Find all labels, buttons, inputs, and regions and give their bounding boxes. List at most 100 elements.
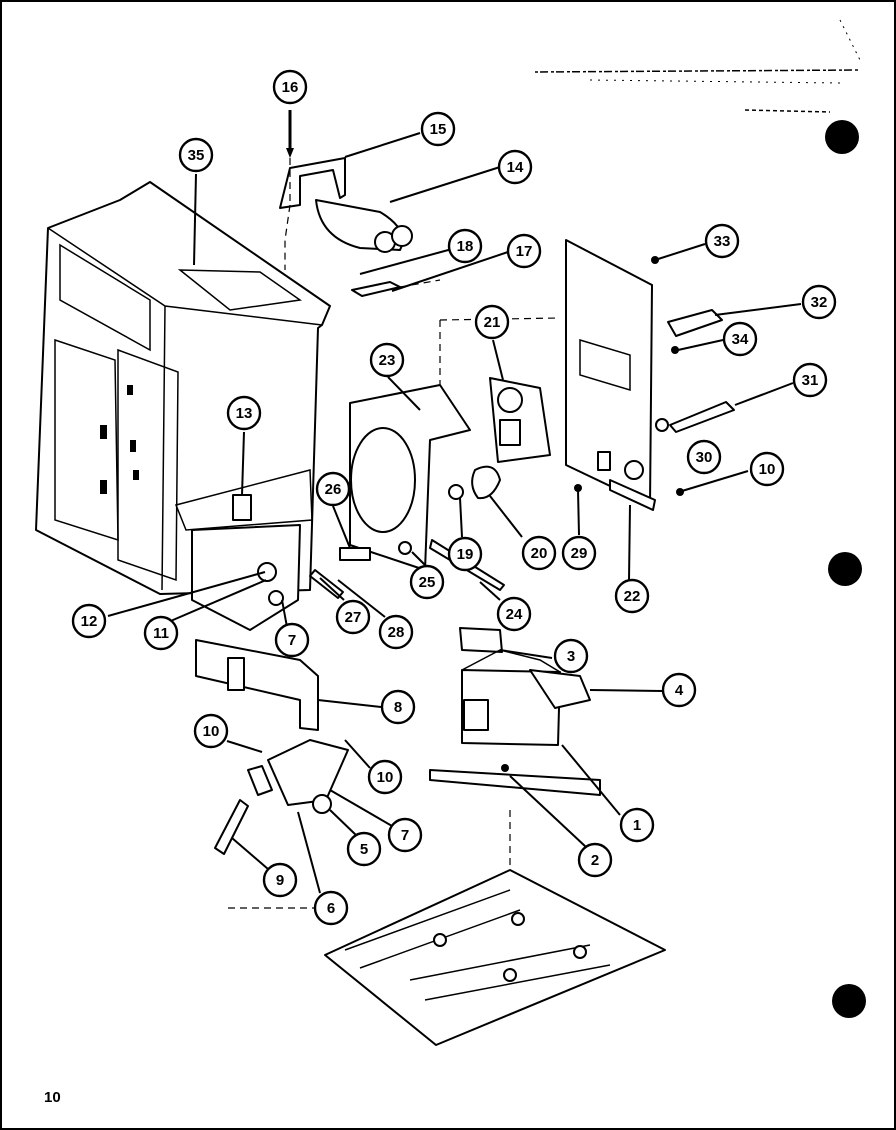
callout-label: 35 [188, 147, 205, 164]
capacitor-bracket [279, 157, 346, 209]
callout-label: 22 [624, 588, 641, 605]
base-foot [573, 945, 587, 959]
callout-circle [272, 69, 308, 105]
callout-label: 33 [714, 233, 731, 250]
callout-label: 17 [516, 243, 533, 260]
clip-part [398, 541, 412, 555]
callout-c29: 29 [561, 535, 597, 571]
callout-c1: 1 [619, 807, 655, 843]
callout-label: 20 [531, 545, 548, 562]
punch-hole-bottom [832, 984, 866, 1018]
callout-c31: 31 [792, 362, 828, 398]
cabinet-front-panel [117, 348, 179, 582]
smudge-line [744, 109, 831, 113]
callout-label: 8 [394, 699, 402, 716]
callout-label: 25 [419, 574, 436, 591]
callout-label: 24 [506, 606, 523, 623]
screw-tip [286, 148, 294, 158]
callout-c10a: 10 [749, 451, 785, 487]
callout-c2: 2 [577, 842, 613, 878]
switch-part [312, 794, 332, 814]
callout-label: 15 [430, 121, 447, 138]
callout-label: 23 [379, 352, 396, 369]
callout-circle [497, 149, 533, 185]
callout-label: 12 [81, 613, 98, 630]
assembly-dashline [284, 158, 291, 270]
callout-label: 1 [633, 817, 641, 834]
callout-circle [792, 362, 828, 398]
cabinet-front-edge [161, 305, 166, 591]
cabinet-vent [59, 243, 151, 352]
callout-circle [143, 615, 179, 651]
cabinet-outline [35, 181, 331, 595]
callout-circle [521, 535, 557, 571]
callout-c19: 19 [447, 536, 483, 572]
callout-label: 28 [388, 624, 405, 641]
bracket-slot [227, 657, 245, 691]
motor-shaft [497, 387, 523, 413]
callout-circle [553, 638, 589, 674]
callout-circle [71, 603, 107, 639]
cabinet-top-plate [177, 269, 302, 311]
assembly-dashline [228, 810, 511, 909]
callout-c17: 17 [506, 233, 542, 269]
callout-c4: 4 [661, 672, 697, 708]
callout-c27: 27 [335, 599, 371, 635]
callout-circle [378, 614, 414, 650]
callout-c32: 32 [801, 284, 837, 320]
base-plate [324, 869, 666, 1046]
screw-part [574, 484, 582, 492]
cabinet-slot [100, 425, 107, 439]
motor-coil [499, 419, 521, 446]
callout-circle [178, 137, 214, 173]
smudge-line [839, 19, 861, 61]
callout-c11: 11 [143, 615, 179, 651]
callout-circle [561, 535, 597, 571]
callout-circle [409, 564, 445, 600]
capacitor-assembly [279, 110, 441, 297]
callout-label: 29 [571, 545, 588, 562]
transformer-assembly [429, 627, 601, 796]
panel-slot [597, 451, 611, 471]
leader-lines [107, 132, 802, 894]
callout-c25: 25 [409, 564, 445, 600]
lower-bracket [195, 639, 319, 731]
callout-c7a: 7 [274, 622, 310, 658]
callout-label: 4 [675, 682, 684, 699]
control-panel-assembly [565, 239, 735, 511]
transformer-cover [529, 669, 591, 709]
callout-c15: 15 [420, 111, 456, 147]
callout-c23: 23 [369, 342, 405, 378]
callout-c10b: 10 [193, 713, 229, 749]
capacitor-terminal [391, 225, 413, 247]
callout-circle [315, 471, 351, 507]
callout-label: 34 [732, 331, 749, 348]
transformer-base [429, 769, 601, 796]
callout-circle [313, 890, 349, 926]
callout-label: 10 [377, 769, 394, 786]
callout-label: 2 [591, 852, 599, 869]
callout-c28: 28 [378, 614, 414, 650]
callout-c6: 6 [313, 890, 349, 926]
callout-label: 26 [325, 481, 342, 498]
fan-ring [350, 427, 416, 533]
callout-c8: 8 [380, 689, 416, 725]
lever-part [214, 799, 249, 855]
callout-c18: 18 [447, 228, 483, 264]
callout-label: 10 [203, 723, 220, 740]
callout-label: 16 [282, 79, 299, 96]
callout-circle [801, 284, 837, 320]
switch-part [339, 547, 371, 561]
callout-c30: 30 [686, 439, 722, 475]
lower-bracket-assembly [195, 639, 349, 855]
callout-c22: 22 [614, 578, 650, 614]
cabinet-slot [133, 470, 139, 480]
callout-c3: 3 [553, 638, 589, 674]
callout-label: 7 [401, 827, 409, 844]
callout-label: 31 [802, 372, 819, 389]
callout-label: 10 [759, 461, 776, 478]
callout-circle [447, 228, 483, 264]
scan-artifacts [534, 19, 866, 1018]
callout-c5: 5 [346, 831, 382, 867]
